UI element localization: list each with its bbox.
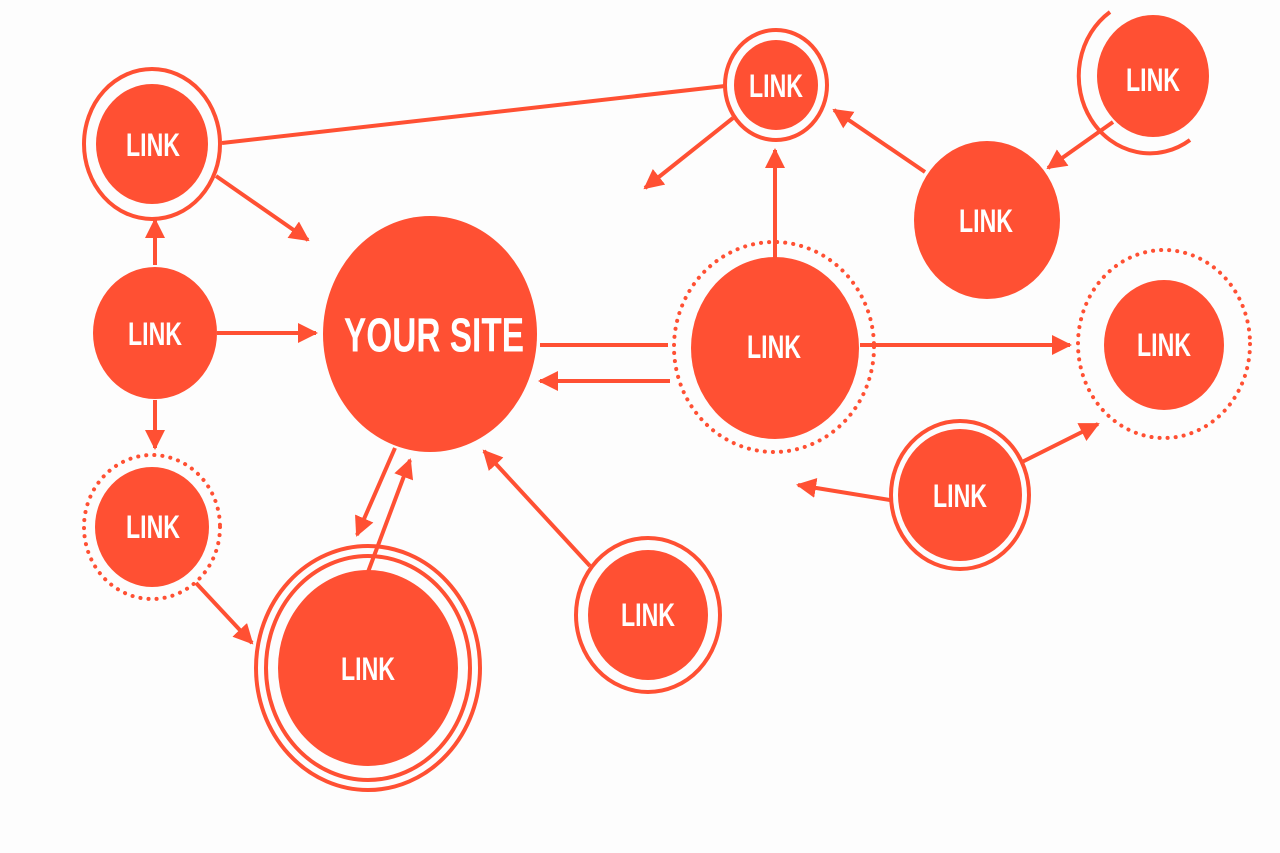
link-label: LINK — [341, 651, 395, 687]
arrow — [832, 108, 927, 174]
link-node: LINK — [734, 40, 818, 130]
rings — [82, 10, 1252, 792]
link-label: LINK — [1137, 327, 1191, 363]
link-node: LINK — [914, 141, 1060, 299]
arrow — [1046, 120, 1115, 170]
link-label: LINK — [749, 68, 803, 104]
link-label: LINK — [126, 509, 180, 545]
arrow — [796, 478, 891, 502]
link-label: LINK — [128, 316, 182, 352]
partial-ring — [1076, 10, 1192, 156]
ring — [723, 28, 829, 142]
connections — [145, 84, 1115, 645]
link-label: LINK — [747, 329, 801, 365]
dotted-ring — [672, 240, 876, 454]
link-label: LINK — [126, 127, 180, 163]
arrow — [366, 458, 414, 573]
link-node: LINK — [93, 267, 217, 399]
arrow — [355, 447, 397, 537]
link-node: LINK — [278, 570, 458, 766]
arrow — [194, 581, 254, 645]
link-label: LINK — [1126, 62, 1180, 98]
dotted-ring — [1076, 248, 1252, 440]
link-node: LINK — [898, 429, 1022, 561]
ring — [264, 554, 472, 782]
ring — [574, 536, 722, 694]
arrow — [1021, 422, 1100, 464]
link-label: LINK — [621, 597, 675, 633]
arrow — [643, 116, 735, 190]
link-node: LINK — [96, 84, 208, 204]
link-node: LINK — [95, 467, 209, 587]
node-your-site: YOUR SITE — [323, 216, 537, 452]
link-label: LINK — [959, 203, 1013, 239]
link-label: LINK — [933, 478, 987, 514]
arrow — [482, 449, 592, 568]
ring — [889, 419, 1031, 571]
dotted-ring — [82, 453, 222, 601]
link-node: LINK — [1104, 280, 1224, 410]
edge-line — [221, 84, 726, 145]
ring — [254, 544, 482, 792]
center-label: YOUR SITE — [344, 310, 524, 363]
link-node: LINK — [1097, 15, 1209, 137]
arrow — [214, 174, 310, 242]
link-node: LINK — [691, 257, 859, 439]
link-node: LINK — [588, 550, 708, 680]
ring — [82, 67, 222, 221]
